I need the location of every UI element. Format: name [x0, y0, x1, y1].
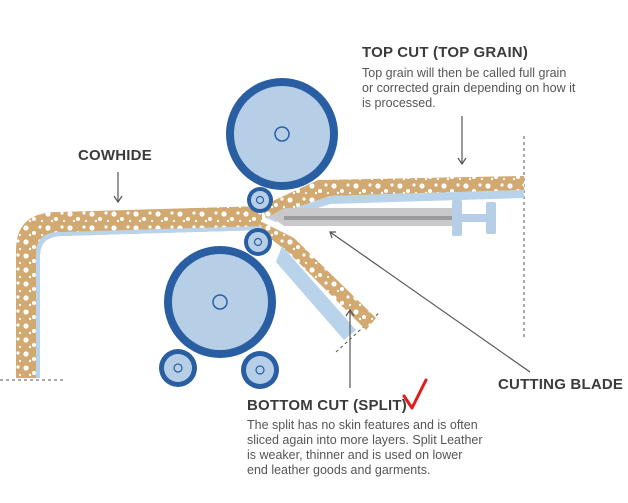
blade-handle-right: [486, 202, 496, 234]
bottom-main-roller: [164, 246, 276, 358]
top-cut-desc-line: or corrected grain depending on how it: [362, 81, 576, 95]
top-cut-title: TOP CUT (TOP GRAIN): [362, 44, 529, 61]
top-cut-desc-line: Top grain will then be called full grain: [362, 66, 567, 80]
cutting-blade-arrow: [329, 231, 531, 373]
bottom-cut-desc-line: sliced again into more layers. Split Lea…: [247, 433, 483, 447]
bottom-cut-desc-line: is weaker, thinner and is used on lower: [247, 448, 463, 462]
cutting-blade-label: CUTTING BLADE: [498, 376, 624, 393]
top-cut-desc-line: is processed.: [362, 96, 436, 110]
bottom-cut-desc-line: The split has no skin features and is of…: [247, 418, 478, 432]
cowhide-label: COWHIDE: [78, 147, 152, 164]
blade-handle-left: [452, 200, 462, 236]
top-grain-flesh-layer: [266, 190, 524, 222]
checkmark-icon: [402, 378, 428, 410]
bottom-left-support-roller: [159, 349, 197, 387]
top-grain-band: [262, 176, 524, 218]
blade-handle-stem: [456, 214, 490, 222]
bottom-cut-description: The split has no skin features and is of…: [247, 418, 483, 478]
cowhide-band: [16, 206, 262, 378]
bottom-cut-arrow: [345, 308, 355, 388]
top-cut-arrow: [457, 116, 467, 166]
top-cut-description: Top grain will then be called full grain…: [362, 66, 575, 111]
bottom-cut-desc-line: end leather goods and garments.: [247, 463, 431, 477]
bottom-cut-title: BOTTOM CUT (SPLIT): [247, 397, 407, 414]
lower-pinch-roller: [244, 228, 272, 256]
top-main-roller: [226, 78, 338, 190]
cowhide-arrow: [113, 172, 123, 204]
bottom-right-support-roller: [241, 351, 279, 389]
blade-edge: [284, 216, 460, 220]
split-flesh-layer: [276, 246, 356, 340]
upper-pinch-roller: [247, 187, 273, 213]
split-band: [262, 222, 376, 330]
